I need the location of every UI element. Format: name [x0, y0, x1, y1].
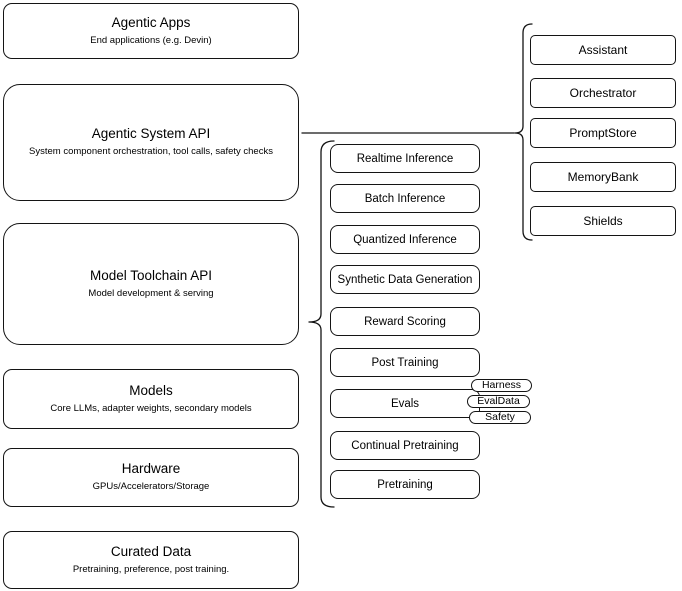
layer-title: Model Toolchain API: [89, 267, 213, 283]
toolchain-item-realtime-inference: Realtime Inference: [330, 144, 480, 173]
layer-subtitle: GPUs/Accelerators/Storage: [92, 481, 210, 493]
system-components-brace: [514, 23, 533, 241]
layer-title: Hardware: [121, 461, 181, 477]
component-promptstore: PromptStore: [530, 118, 676, 148]
layer-title: Agentic System API: [91, 126, 211, 142]
toolchain-item-label: Post Training: [371, 356, 439, 369]
layer-subtitle: Pretraining, preference, post training.: [72, 563, 230, 575]
toolchain-item-quantized-inference: Quantized Inference: [330, 225, 480, 254]
toolchain-item-continual-pretraining: Continual Pretraining: [330, 431, 480, 460]
component-memorybank: MemoryBank: [530, 162, 676, 192]
component-shields: Shields: [530, 206, 676, 236]
eval-tag-label: Safety: [485, 411, 515, 424]
eval-tag-label: Harness: [481, 379, 522, 392]
eval-tag-evaldata: EvalData: [467, 395, 530, 408]
toolchain-item-pretraining: Pretraining: [330, 470, 480, 499]
toolchain-item-label: Pretraining: [377, 478, 433, 491]
toolchain-item-batch-inference: Batch Inference: [330, 184, 480, 213]
toolchain-item-synthetic-data-generation: Synthetic Data Generation: [330, 265, 480, 294]
layer-agentic-system-api: Agentic System API System component orch…: [3, 84, 299, 201]
toolchain-item-post-training: Post Training: [330, 348, 480, 377]
eval-tag-label: EvalData: [477, 395, 520, 408]
layer-subtitle: System component orchestration, tool cal…: [29, 146, 273, 158]
eval-tag-safety: Safety: [469, 411, 531, 424]
toolchain-item-evals: Evals: [330, 389, 480, 418]
component-label: Orchestrator: [569, 86, 637, 100]
component-orchestrator: Orchestrator: [530, 78, 676, 108]
layer-models: Models Core LLMs, adapter weights, secon…: [3, 369, 299, 429]
toolchain-item-label: Synthetic Data Generation: [337, 273, 473, 286]
toolchain-item-label: Evals: [390, 397, 420, 410]
layer-subtitle: Model development & serving: [88, 287, 214, 299]
component-label: Assistant: [578, 43, 628, 57]
layer-agentic-apps: Agentic Apps End applications (e.g. Devi…: [3, 3, 299, 59]
component-label: Shields: [583, 214, 623, 228]
toolchain-item-label: Reward Scoring: [364, 315, 446, 328]
layer-curated-data: Curated Data Pretraining, preference, po…: [3, 531, 299, 589]
component-label: PromptStore: [569, 126, 637, 140]
layer-title: Curated Data: [110, 543, 192, 559]
toolchain-brace: [308, 140, 335, 508]
toolchain-item-label: Realtime Inference: [356, 152, 454, 165]
toolchain-item-label: Batch Inference: [364, 192, 446, 205]
toolchain-item-label: Quantized Inference: [353, 233, 457, 246]
layer-subtitle: End applications (e.g. Devin): [90, 34, 212, 46]
eval-tag-harness: Harness: [471, 379, 532, 392]
component-label: MemoryBank: [567, 170, 639, 184]
component-assistant: Assistant: [530, 35, 676, 65]
toolchain-item-reward-scoring: Reward Scoring: [330, 307, 480, 336]
toolchain-item-label: Continual Pretraining: [351, 439, 459, 452]
layer-hardware: Hardware GPUs/Accelerators/Storage: [3, 448, 299, 507]
layer-subtitle: Core LLMs, adapter weights, secondary mo…: [50, 402, 252, 414]
layer-model-toolchain-api: Model Toolchain API Model development & …: [3, 223, 299, 345]
layer-title: Models: [129, 382, 173, 398]
layer-title: Agentic Apps: [111, 14, 191, 30]
